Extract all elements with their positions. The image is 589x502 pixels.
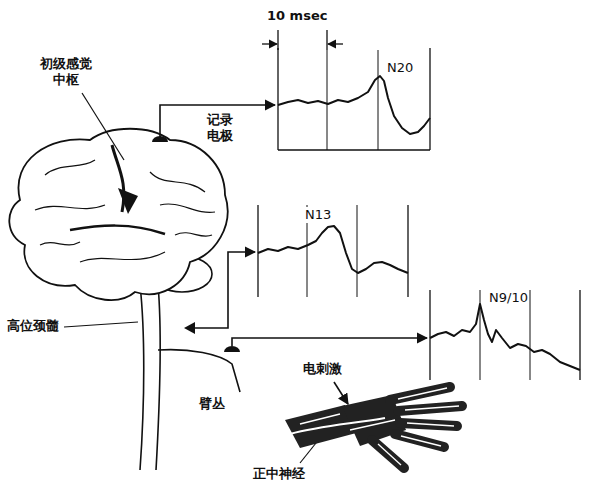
scale-label: 10 msec	[266, 8, 328, 24]
region-label: 高位颈髓	[6, 318, 60, 334]
peak-label: N9/10	[488, 290, 529, 306]
waveform-panel	[430, 290, 580, 380]
nerve-label: 臂丛	[198, 396, 226, 412]
peak-label: N20	[386, 60, 414, 76]
waveform-panel: N9/10	[430, 290, 580, 380]
waveform-panel: N20	[278, 48, 430, 150]
stimulus-arrow	[334, 382, 348, 404]
spinal-cord	[140, 285, 160, 470]
waveform-panel	[278, 48, 430, 150]
brain	[9, 129, 227, 300]
electrode	[152, 136, 240, 352]
region-label: 初级感觉 中枢	[36, 56, 95, 89]
electrode-label: 记录 电极	[203, 112, 236, 145]
nerve-label: 正中神经	[252, 466, 306, 482]
nerve-label: 正中神经	[252, 466, 306, 482]
hand	[285, 387, 462, 468]
leader-line	[64, 93, 320, 463]
scale-bar	[262, 30, 343, 50]
region-label: 初级感觉 中枢	[36, 56, 95, 89]
nerve-label: 臂丛	[198, 396, 226, 412]
peak-label: N13	[304, 207, 332, 223]
scale-label: 10 msec	[266, 8, 328, 24]
electrode-label: 记录 电极	[203, 112, 236, 145]
stimulus-label: 电刺激	[302, 361, 343, 377]
signal-arrow	[160, 105, 427, 346]
waveform-panel	[258, 205, 408, 297]
stimulus-label: 电刺激	[302, 361, 343, 377]
waveform-panel: N13	[258, 205, 408, 297]
brachial-plexus	[158, 350, 240, 392]
region-label: 高位颈髓	[6, 318, 60, 334]
